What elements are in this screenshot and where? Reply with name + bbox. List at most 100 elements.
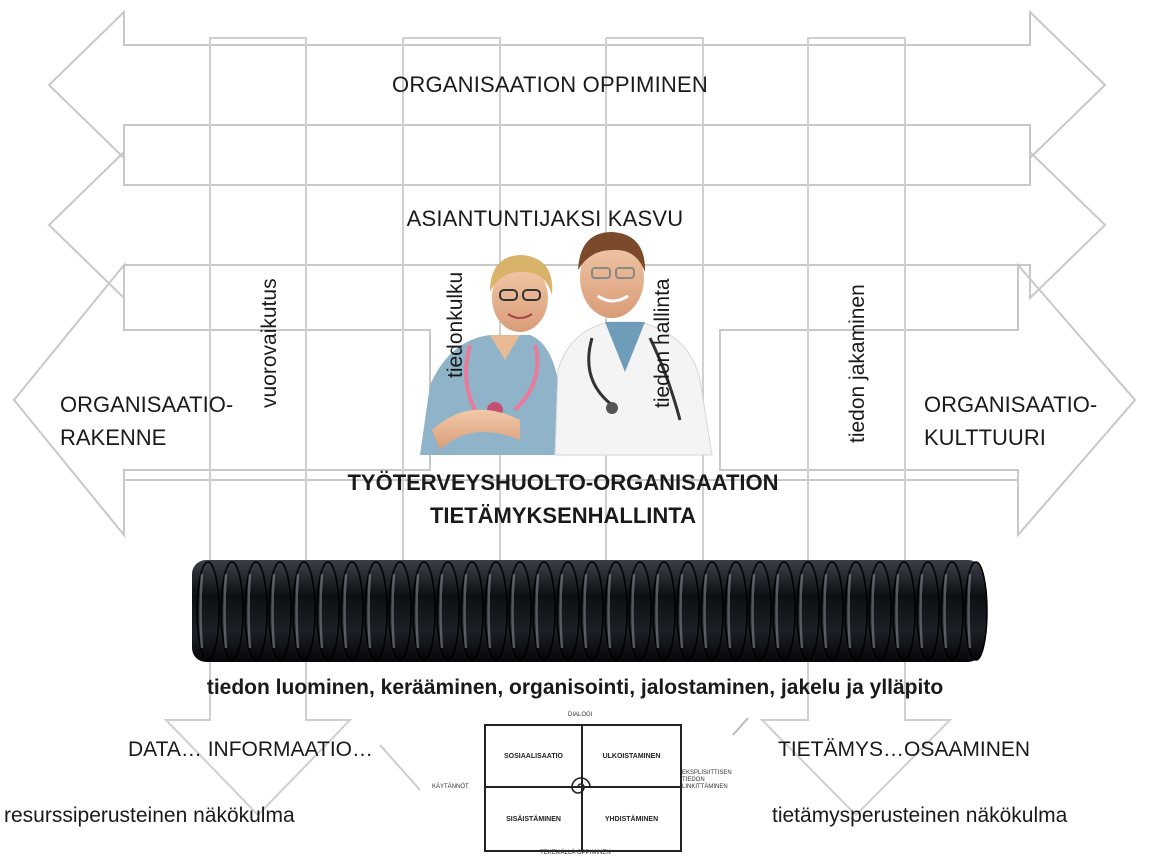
coil-ring — [292, 561, 316, 661]
coil-ring — [652, 561, 676, 661]
coil-ring — [460, 561, 484, 661]
coil-highlight — [511, 573, 516, 649]
coil-highlight — [631, 573, 636, 649]
coil-ring — [340, 561, 364, 661]
coil-ring — [508, 561, 532, 661]
coil-ring — [676, 561, 700, 661]
data-informaatio-label: DATA… INFORMAATIO… — [128, 738, 373, 761]
coil-highlight — [295, 573, 300, 649]
arrow-organisaatio-kulttuuri — [719, 262, 1137, 538]
seci-yhdistaminen: YHDISTÄMINEN — [604, 815, 659, 823]
tiedon-hallinta-label: tiedon hallinta — [651, 278, 674, 408]
coil-ring — [556, 561, 580, 661]
coil-highlight — [439, 573, 444, 649]
vertical-columns — [163, 37, 953, 817]
coil-highlight — [751, 573, 756, 649]
seci-model: SOSIAALISAATIO ULKOISTAMINEN SISÄISTÄMIN… — [484, 724, 682, 852]
seci-bottom-label: TEKEMÄLLÄ OPPIMINEN — [540, 850, 611, 856]
coil-highlight — [895, 573, 900, 649]
coil-highlight — [367, 573, 372, 649]
center-title-line-2: TIETÄMYKSENHALLINTA — [429, 503, 697, 528]
coil-ring — [964, 561, 988, 661]
coil-ring — [892, 561, 916, 661]
coil-highlight — [391, 573, 396, 649]
coil-ring — [220, 561, 244, 661]
seci-ulkoistaminen: ULKOISTAMINEN — [583, 726, 680, 788]
coil-highlight — [823, 573, 828, 649]
coil-highlight — [199, 573, 204, 649]
seci-sosiaalisaatio: SOSIAALISAATIO — [486, 726, 583, 788]
coil-highlight — [679, 573, 684, 649]
coil-highlight — [319, 573, 324, 649]
coil-ring — [412, 561, 436, 661]
seci-right-label: EKSPLISIITTISEN TIEDON LINKITTÄMINEN — [682, 770, 732, 790]
coil-ring — [940, 561, 964, 661]
coil-ring — [580, 561, 604, 661]
coil-image — [192, 560, 988, 662]
coil-highlight — [727, 573, 732, 649]
process-text: tiedon luominen, kerääminen, organisoint… — [206, 676, 944, 699]
coil-highlight — [847, 573, 852, 649]
coil-ring — [316, 561, 340, 661]
coil-ring — [748, 561, 772, 661]
right-line-2: KULTTUURI — [924, 425, 1046, 450]
knowledge-view-label: tietämysperusteinen näkökulma — [772, 804, 1068, 827]
left-line-2: RAKENNE — [60, 425, 167, 450]
doctors-photo — [420, 232, 713, 456]
arrow-organisaatio-rakenne — [12, 262, 431, 538]
coil-ring — [196, 561, 220, 661]
coil-ring — [868, 561, 892, 661]
connector-stroke-left — [379, 744, 421, 791]
coil-ring — [604, 561, 628, 661]
coil-ring — [772, 561, 796, 661]
coil-ring — [796, 561, 820, 661]
coil-ring — [844, 561, 868, 661]
tiedon-jakaminen-label: tiedon jakaminen — [846, 284, 869, 443]
coil-highlight — [535, 573, 540, 649]
center-title-line-1: TYÖTERVEYSHUOLTO-ORGANISAATION — [347, 470, 779, 495]
organisaation-oppiminen-label: ORGANISAATION OPPIMINEN — [392, 72, 708, 97]
column-vuorovaikutus — [163, 37, 353, 817]
coil-highlight — [559, 573, 564, 649]
coil-ring — [700, 561, 724, 661]
right-line-1: ORGANISAATIO- — [924, 392, 1098, 417]
coil-ring — [388, 561, 412, 661]
coil-ring — [724, 561, 748, 661]
coil-ring — [820, 561, 844, 661]
coil-highlight — [919, 573, 924, 649]
coil-highlight — [871, 573, 876, 649]
coil-ring — [916, 561, 940, 661]
seci-spiral-icon — [571, 777, 591, 794]
coil-highlight — [487, 573, 492, 649]
organisaatio-kulttuuri-label: ORGANISAATIO- KULTTUURI — [924, 388, 1097, 454]
seci-top-label: DIALOGI — [568, 712, 593, 718]
coil-highlight — [703, 573, 708, 649]
coil-highlight — [223, 573, 228, 649]
resource-view-label: resurssiperusteinen näkökulma — [4, 804, 295, 827]
left-line-1: ORGANISAATIO- — [60, 392, 234, 417]
coil-ring — [628, 561, 652, 661]
organisaatio-rakenne-label: ORGANISAATIO- RAKENNE — [60, 388, 233, 454]
coil-ring — [244, 561, 268, 661]
column-tiedon-jakaminen — [759, 37, 953, 817]
coil-ring — [484, 561, 508, 661]
coil-highlight — [799, 573, 804, 649]
arrow-asiantuntijaksi-kasvu — [47, 149, 1107, 301]
coil-highlight — [463, 573, 468, 649]
coil-highlight — [271, 573, 276, 649]
asiantuntijaksi-kasvu-label: ASIANTUNTIJAKSI KASVU — [406, 206, 684, 231]
coil-highlight — [607, 573, 612, 649]
seci-sisaistaminen: SISÄISTÄMINEN — [486, 788, 583, 850]
center-title: TYÖTERVEYSHUOLTO-ORGANISAATION TIETÄMYKS… — [0, 466, 1126, 532]
coil-ring — [532, 561, 556, 661]
coil-highlight — [967, 573, 972, 649]
seci-left-label: KÄYTÄNNÖT — [432, 784, 469, 790]
arrow-organisaation-oppiminen — [47, 9, 1107, 161]
vuorovaikutus-label: vuorovaikutus — [258, 278, 281, 408]
horizontal-arrows — [12, 9, 1137, 538]
tietamys-osaaminen-label: TIETÄMYS…OSAAMINEN — [778, 738, 1031, 761]
coil-highlight — [775, 573, 780, 649]
tiedonkulku-label: tiedonkulku — [444, 271, 467, 378]
coil-ring — [364, 561, 388, 661]
coil-ring — [436, 561, 460, 661]
